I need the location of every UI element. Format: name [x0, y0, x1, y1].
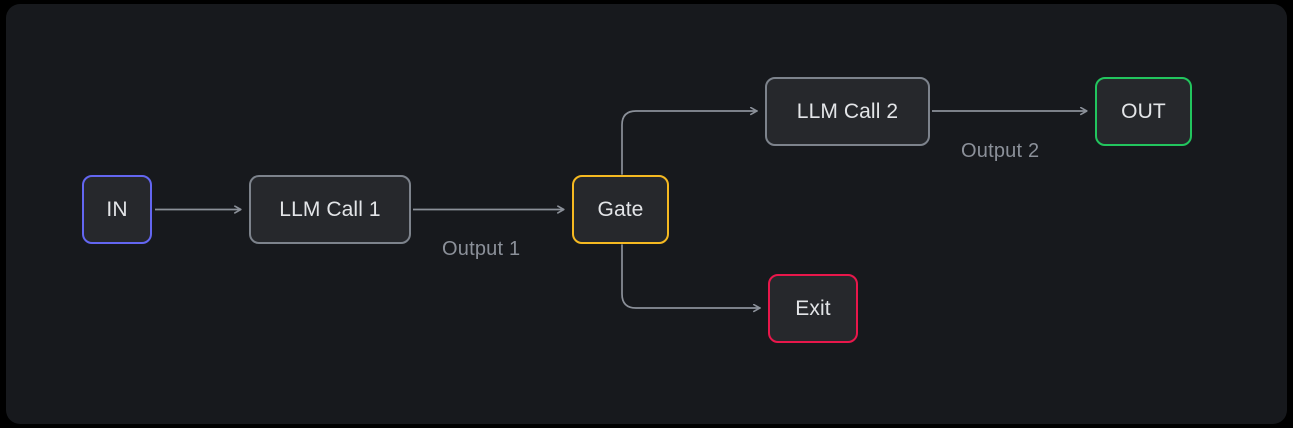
- node-llm-call-2[interactable]: LLM Call 2: [765, 77, 930, 146]
- node-llm-call-1-label: LLM Call 1: [279, 198, 381, 221]
- node-out-label: OUT: [1121, 100, 1166, 123]
- node-out[interactable]: OUT: [1095, 77, 1192, 146]
- node-in-label: IN: [106, 198, 128, 221]
- node-llm-call-2-label: LLM Call 2: [796, 100, 899, 123]
- node-exit-label: Exit: [795, 297, 831, 320]
- node-exit[interactable]: Exit: [768, 274, 858, 343]
- node-in[interactable]: IN: [82, 175, 152, 244]
- edge-label-output-1: Output 1: [442, 238, 521, 260]
- edge-label-output-2: Output 2: [961, 140, 1040, 162]
- node-llm-call-1[interactable]: LLM Call 1: [249, 175, 411, 244]
- node-gate-label: Gate: [597, 198, 644, 221]
- node-gate[interactable]: Gate: [572, 175, 669, 244]
